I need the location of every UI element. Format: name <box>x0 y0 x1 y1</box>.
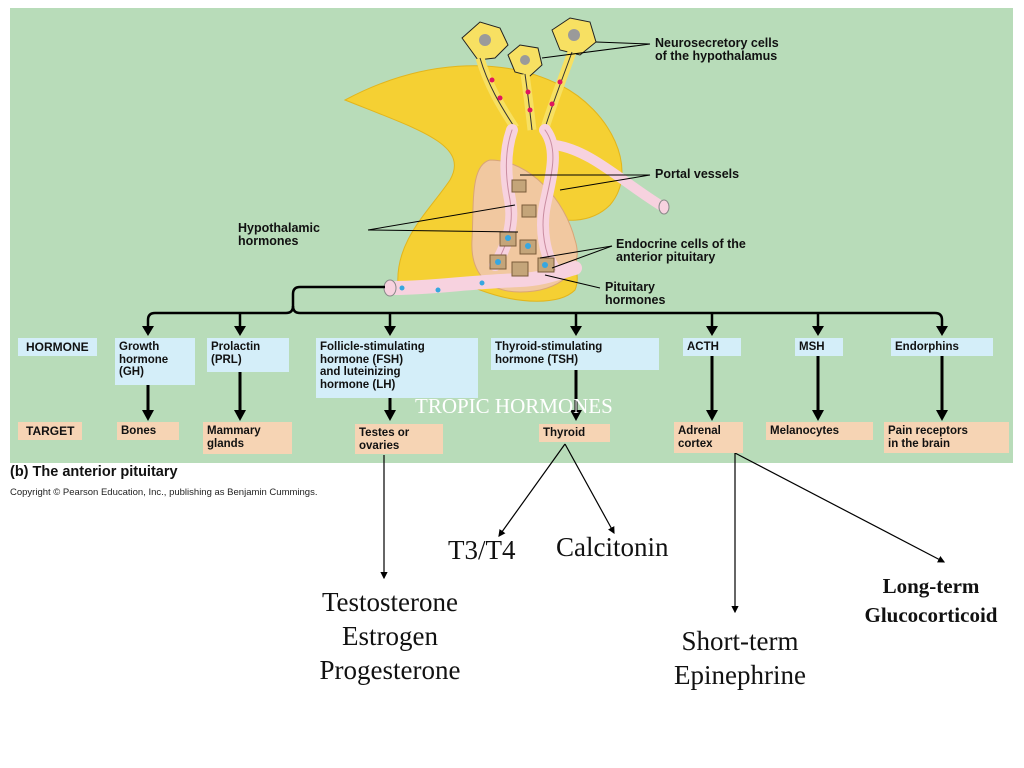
hormone-box-prl: Prolactin (PRL) <box>207 338 289 372</box>
target-arrows <box>146 356 944 412</box>
row-label-target: TARGET <box>18 422 83 440</box>
figure-caption: (b) The anterior pituitary <box>10 464 178 480</box>
hormone-box-msh: MSH <box>795 338 843 356</box>
portal-vessels <box>383 124 670 297</box>
target-box-pain-receptors: Pain receptors in the brain <box>884 422 1009 453</box>
annotation-t3-t4: T3/T4 <box>448 535 516 565</box>
hormone-box-gh: Growth hormone (GH) <box>115 338 195 385</box>
label-neurosecretory-cells: Neurosecretory cells of the hypothalamus <box>655 36 779 63</box>
label-pituitary-hormones: Pituitary hormones <box>605 280 666 307</box>
target-box-testes-ovaries: Testes or ovaries <box>355 424 443 454</box>
target-box-mammary-glands: Mammary glands <box>203 422 292 454</box>
annotation-calcitonin: Calcitonin <box>556 532 669 562</box>
target-box-thyroid: Thyroid <box>539 424 610 442</box>
hormone-arrowheads <box>142 326 948 336</box>
annotation-sex-hormones: Testosterone Estrogen Progesterone <box>319 587 461 685</box>
target-box-adrenal-cortex: Adrenal cortex <box>674 422 743 453</box>
label-portal-vessels: Portal vessels <box>655 167 740 181</box>
label-hypothalamic-hormones: Hypothalamic hormones <box>238 221 320 248</box>
leader-lines <box>367 41 651 289</box>
annotation-long-term: Long-term Glucocorticoid <box>864 574 998 627</box>
target-arrowheads <box>142 410 948 421</box>
copyright-notice: Copyright © Pearson Education, Inc., pub… <box>10 487 318 498</box>
target-box-bones: Bones <box>117 422 179 440</box>
endocrine-cells <box>399 179 555 293</box>
hormone-box-acth: ACTH <box>683 338 741 356</box>
label-endocrine-cells: Endocrine cells of the anterior pituitar… <box>616 237 746 264</box>
target-box-melanocytes: Melanocytes <box>766 422 873 440</box>
hormone-box-tsh: Thyroid-stimulating hormone (TSH) <box>491 338 659 370</box>
hormone-box-fsh-lh: Follicle-stimulating hormone (FSH) and l… <box>316 338 478 398</box>
neurosecretory-cells <box>461 17 597 131</box>
hormone-box-endorphins: Endorphins <box>891 338 993 356</box>
tropic-hormones-label: TROPIC HORMONES <box>415 394 613 418</box>
hormone-distribution-lines <box>146 285 944 328</box>
row-label-hormone: HORMONE <box>18 338 97 356</box>
annotation-short-term: Short-term Epinephrine <box>674 626 806 690</box>
annotation-arrows <box>380 443 946 614</box>
